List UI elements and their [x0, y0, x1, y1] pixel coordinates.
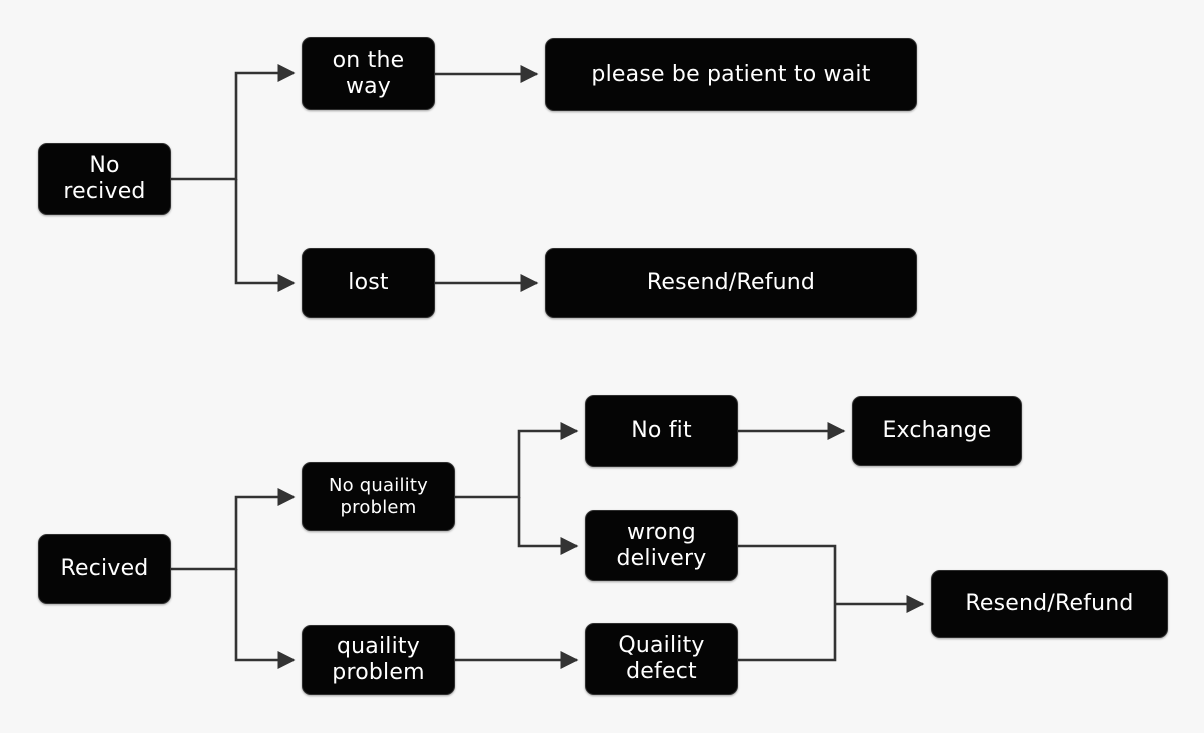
node-wrong-delivery[interactable]: wrong delivery [585, 510, 738, 581]
edge-no-quaility-problem-to-no-fit [455, 421, 579, 499]
edge-quaility-defect-to-merge [738, 604, 837, 662]
node-lost[interactable]: lost [302, 248, 435, 318]
edge-no-quaility-problem-to-wrong-delivery [517, 497, 579, 556]
edge-wrong-delivery-to-merge [738, 544, 837, 604]
node-resend-refund-top[interactable]: Resend/Refund [545, 248, 917, 318]
node-on-the-way[interactable]: on the way [302, 37, 435, 110]
node-no-fit[interactable]: No fit [585, 395, 738, 467]
node-resend-refund-bottom[interactable]: Resend/Refund [931, 570, 1168, 638]
node-please-be-patient-to-wait[interactable]: please be patient to wait [545, 38, 917, 111]
edge-recived-to-no-quaility-problem [171, 487, 296, 571]
edge-no-recived-to-on-the-way [171, 63, 296, 181]
node-no-quaility-problem[interactable]: No quaility problem [302, 462, 455, 531]
edge-no-recived-to-lost [234, 179, 296, 293]
node-quaility-defect[interactable]: Quaility defect [585, 623, 738, 695]
node-quaility-problem[interactable]: quaility problem [302, 625, 455, 695]
edge-recived-to-quaility-problem [234, 569, 296, 670]
node-recived[interactable]: Recived [38, 534, 171, 604]
node-exchange[interactable]: Exchange [852, 396, 1022, 466]
node-no-recived[interactable]: No recived [38, 143, 171, 215]
